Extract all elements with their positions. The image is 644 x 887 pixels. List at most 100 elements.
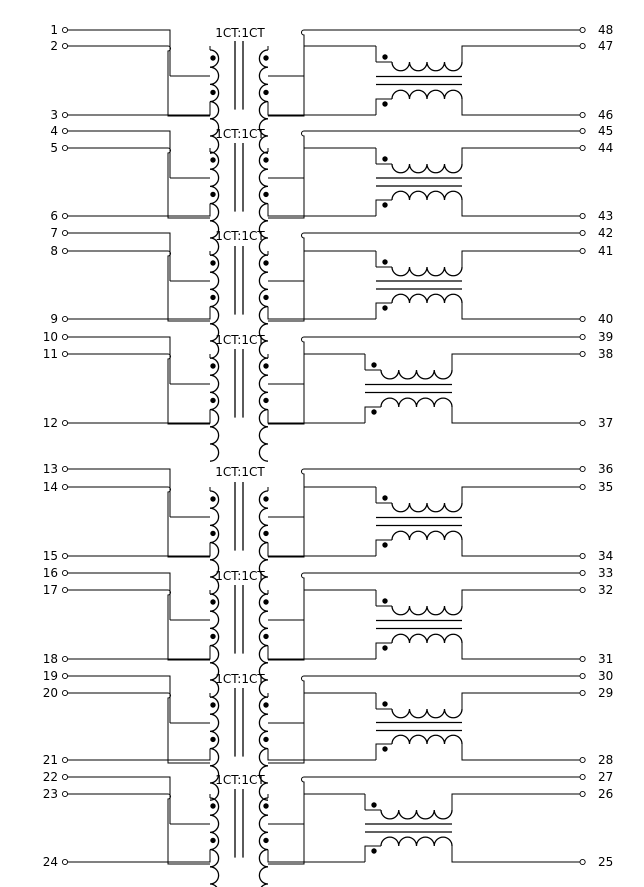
polarity-dot bbox=[210, 157, 216, 163]
choke-winding bbox=[391, 293, 463, 304]
wire bbox=[301, 232, 580, 281]
wire bbox=[67, 232, 171, 281]
pin-terminal bbox=[61, 350, 69, 358]
pin-terminal bbox=[579, 756, 586, 764]
pin-terminal bbox=[579, 333, 586, 341]
polarity-dot bbox=[210, 530, 216, 537]
wire bbox=[267, 101, 352, 116]
pin-label: 24 bbox=[43, 855, 58, 869]
pin-terminal bbox=[61, 689, 69, 697]
pin-label: 45 bbox=[598, 124, 613, 138]
pin-terminal bbox=[579, 315, 586, 323]
wire bbox=[67, 692, 210, 764]
pin-label: 40 bbox=[598, 312, 613, 326]
polarity-dot bbox=[210, 191, 216, 198]
pin-terminal bbox=[579, 689, 586, 697]
polarity-dot bbox=[210, 702, 216, 708]
pin-label: 10 bbox=[43, 330, 58, 344]
pin-label: 28 bbox=[598, 753, 613, 767]
pin-terminal bbox=[61, 315, 69, 323]
pin-label: 26 bbox=[598, 787, 613, 801]
wire bbox=[67, 849, 211, 863]
pin-label: 46 bbox=[598, 108, 613, 122]
pin-terminal bbox=[579, 569, 586, 577]
pin-label: 16 bbox=[43, 566, 58, 580]
polarity-dot bbox=[382, 746, 388, 752]
wire bbox=[375, 98, 392, 115]
polarity-dot bbox=[263, 599, 269, 605]
pin-label: 36 bbox=[598, 462, 613, 476]
pin-label: 23 bbox=[43, 787, 58, 801]
pin-terminal bbox=[579, 42, 586, 50]
wire bbox=[267, 849, 352, 863]
choke-winding bbox=[380, 397, 453, 408]
polarity-dot bbox=[382, 542, 388, 548]
wire bbox=[451, 793, 580, 810]
wire bbox=[268, 619, 305, 661]
polarity-dot bbox=[210, 496, 216, 502]
pin-label: 39 bbox=[598, 330, 613, 344]
choke-winding bbox=[391, 502, 463, 513]
wire bbox=[268, 722, 305, 764]
polarity-dot bbox=[263, 363, 269, 369]
pin-terminal bbox=[61, 672, 69, 680]
choke-winding bbox=[391, 708, 463, 719]
wire bbox=[67, 250, 210, 322]
pin-terminal bbox=[579, 229, 586, 237]
wire bbox=[375, 743, 392, 760]
pin-label: 47 bbox=[598, 39, 613, 53]
polarity-dot bbox=[263, 157, 269, 163]
pin-terminal bbox=[61, 756, 69, 764]
wire bbox=[67, 776, 171, 824]
polarity-dot bbox=[210, 260, 216, 266]
wire bbox=[267, 542, 352, 557]
wire bbox=[267, 645, 352, 660]
wire bbox=[267, 409, 352, 424]
wire bbox=[451, 846, 580, 863]
polarity-dot bbox=[382, 495, 388, 501]
pin-terminal bbox=[579, 858, 586, 866]
primary-winding bbox=[209, 254, 220, 359]
choke-winding bbox=[380, 369, 453, 380]
pin-label: 15 bbox=[43, 549, 58, 563]
ratio-label: 1CT:1CT bbox=[215, 773, 265, 787]
pin-label: 31 bbox=[598, 652, 613, 666]
pin-label: 4 bbox=[50, 124, 58, 138]
polarity-dot bbox=[263, 633, 269, 640]
polarity-dot bbox=[263, 294, 269, 301]
pin-terminal bbox=[61, 247, 69, 255]
ratio-label: 1CT:1CT bbox=[215, 333, 265, 347]
pin-terminal bbox=[61, 42, 69, 50]
pin-label: 7 bbox=[50, 226, 58, 240]
polarity-dot bbox=[210, 736, 216, 743]
pin-terminal bbox=[61, 333, 69, 341]
wire bbox=[461, 45, 580, 62]
polarity-dot bbox=[210, 294, 216, 301]
pin-terminal bbox=[579, 483, 586, 491]
polarity-dot bbox=[210, 633, 216, 640]
polarity-dot bbox=[263, 260, 269, 266]
wire bbox=[301, 336, 580, 384]
wire bbox=[451, 407, 580, 424]
ratio-label: 1CT:1CT bbox=[215, 229, 265, 243]
wire bbox=[461, 99, 580, 116]
pin-label: 30 bbox=[598, 669, 613, 683]
pin-label: 33 bbox=[598, 566, 613, 580]
wire bbox=[67, 589, 210, 661]
polarity-dot bbox=[263, 736, 269, 743]
ratio-label: 1CT:1CT bbox=[215, 26, 265, 40]
choke-winding bbox=[391, 163, 463, 174]
pin-label: 34 bbox=[598, 549, 613, 563]
wire bbox=[301, 776, 580, 824]
pin-terminal bbox=[61, 569, 69, 577]
primary-winding bbox=[209, 696, 220, 801]
pin-label: 3 bbox=[50, 108, 58, 122]
pin-label: 14 bbox=[43, 480, 58, 494]
polarity-dot bbox=[382, 305, 388, 311]
pin-label: 43 bbox=[598, 209, 613, 223]
